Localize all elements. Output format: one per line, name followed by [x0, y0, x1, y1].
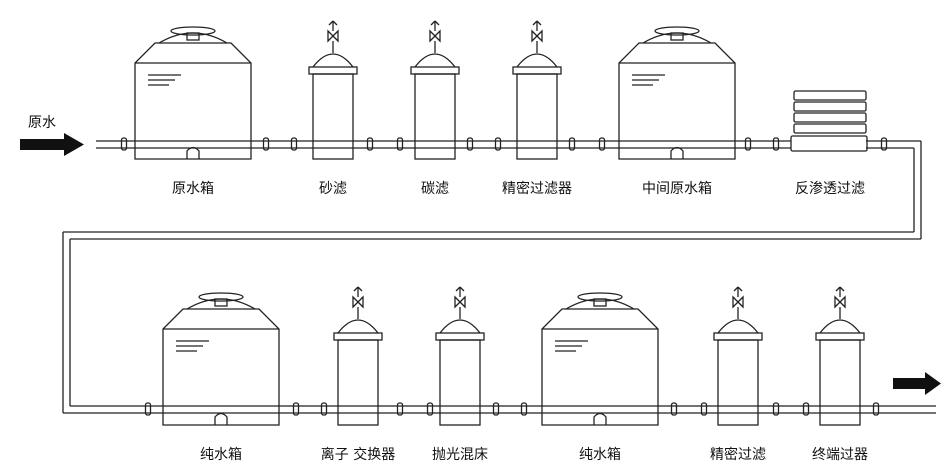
label-terminal-filter: 终端过器 [812, 447, 868, 463]
polishing-bed-column [435, 286, 485, 426]
intermediate-water-tank [618, 26, 736, 160]
terminal-filter-column [815, 286, 865, 426]
pure-water-tank-1 [162, 292, 280, 426]
inlet-arrow-icon [20, 133, 84, 156]
label-raw-water-tank: 原水箱 [172, 181, 214, 197]
raw-water-tank [134, 26, 252, 160]
label-carbon-filter: 碳滤 [421, 181, 449, 197]
inlet-label: 原水 [28, 115, 56, 131]
carbon-filter-column [410, 20, 460, 160]
label-intermediate-tank: 中间原水箱 [642, 181, 712, 197]
pure-water-tank-2 [541, 292, 659, 426]
ro-membrane-stack [790, 90, 868, 152]
label-sand-filter: 砂滤 [319, 181, 347, 197]
label-ro-filter: 反渗透过滤 [795, 181, 865, 197]
row2-pipe [63, 405, 936, 414]
label-precision-filter-2: 精密过滤 [710, 446, 766, 463]
label-pure-water-tank-1: 纯水箱 [200, 447, 242, 463]
outlet-arrow-icon [893, 372, 941, 395]
label-ion-exchanger: 离子 交换器 [321, 446, 395, 463]
precision-filter-column [512, 20, 562, 160]
label-precision-filter: 精密过滤器 [502, 180, 572, 197]
label-polishing-bed: 抛光混床 [432, 447, 488, 463]
sand-filter-column [308, 20, 358, 160]
ion-exchanger-column [333, 286, 383, 426]
precision-filter-2-column [713, 286, 763, 426]
label-pure-water-tank-2: 纯水箱 [579, 447, 621, 463]
